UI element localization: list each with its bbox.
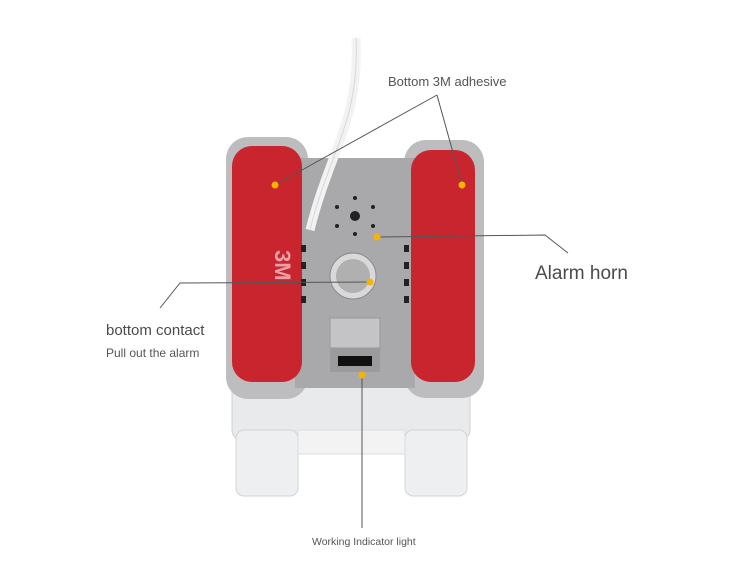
label-bottom-contact: bottom contact [106,322,205,339]
indicator-window [338,356,372,366]
left-adhesive-pad [232,146,302,382]
right-adhesive-pad [411,150,475,382]
label-pull-out: Pull out the alarm [106,346,200,360]
callout-dots [271,181,466,379]
label-bottom-adhesive: Bottom 3M adhesive [388,74,507,89]
horn-holes [335,196,375,236]
label-alarm-horn: Alarm horn [535,263,628,284]
switch-block [329,317,381,349]
contact-ball [336,259,370,293]
pad-brand-left: 3M [270,250,295,281]
label-indicator-light: Working Indicator light [312,536,416,548]
callout-lines [159,94,569,528]
